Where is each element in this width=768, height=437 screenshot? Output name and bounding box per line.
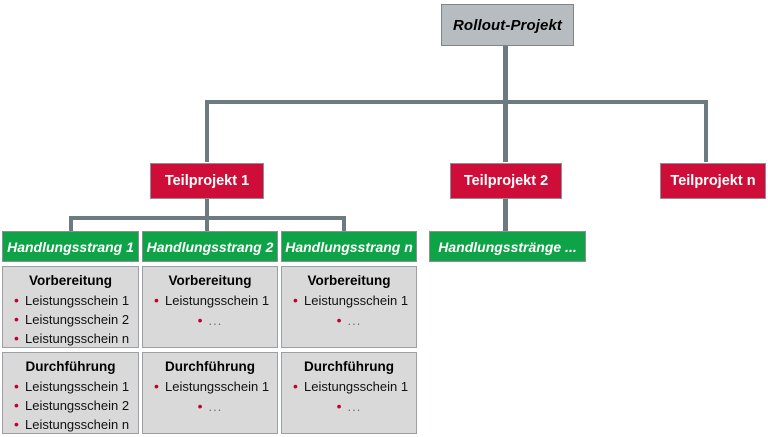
panel-item-list: Leistungsschein 1 ... [143,376,277,416]
connector-to-teilprojekt-2 [503,100,508,162]
list-item-ellipsis: ... [282,396,416,416]
connector-to-teilprojekt-1 [205,100,209,162]
panel-item-list: Leistungsschein 1 ... [282,290,416,330]
connector-strand-bus [69,216,346,220]
panel-durchfuehrung-col3[interactable]: Durchführung Leistungsschein 1 ... [281,352,417,434]
panel-item-list: Leistungsschein 1 Leistungsschein 2 Leis… [3,376,138,434]
connector-subproject-bus [205,100,708,104]
panel-title: Durchführung [25,359,116,374]
node-rollout-projekt[interactable]: Rollout-Projekt [441,4,574,46]
node-teilprojekt-n-label: Teilprojekt n [670,173,756,189]
panel-durchfuehrung-col2[interactable]: Durchführung Leistungsschein 1 ... [142,352,278,434]
node-handlungsstraenge-more[interactable]: Handlungsstränge ... [429,231,586,262]
list-item: Leistungsschein 1 [3,290,138,310]
list-item: Leistungsschein 1 [143,290,277,310]
panel-title: Vorbereitung [28,273,112,288]
node-teilprojekt-2-label: Teilprojekt 2 [463,173,549,189]
node-handlungsstraenge-more-label: Handlungsstränge ... [438,238,577,255]
panel-title: Durchführung [304,359,394,374]
list-item: Leistungsschein 1 [143,376,277,396]
node-handlungsstrang-1[interactable]: Handlungsstrang 1 [2,231,139,262]
node-handlungsstrang-1-label: Handlungsstrang 1 [7,238,134,255]
connector-teilprojekt-1-stem [205,199,209,231]
panel-vorbereitung-col2[interactable]: Vorbereitung Leistungsschein 1 ... [142,266,278,348]
list-item-ellipsis: ... [143,310,277,330]
list-item: Leistungsschein n [3,414,138,434]
node-handlungsstrang-n-label: Handlungsstrang n [285,238,413,255]
list-item-ellipsis: ... [282,310,416,330]
node-handlungsstrang-2[interactable]: Handlungsstrang 2 [142,231,278,262]
connector-root-stem [503,46,508,104]
node-rollout-projekt-label: Rollout-Projekt [453,16,562,34]
connector-to-handlungsstrang-1 [69,216,73,232]
list-item: Leistungsschein 1 [282,376,416,396]
node-teilprojekt-2[interactable]: Teilprojekt 2 [450,163,562,199]
list-item: Leistungsschein 2 [3,309,138,329]
panel-item-list: Leistungsschein 1 ... [282,376,416,416]
panel-item-list: Leistungsschein 1 ... [143,290,277,330]
node-handlungsstrang-n[interactable]: Handlungsstrang n [281,231,417,262]
node-teilprojekt-n[interactable]: Teilprojekt n [660,163,766,199]
panel-vorbereitung-col1[interactable]: Vorbereitung Leistungsschein 1 Leistungs… [2,266,139,348]
panel-vorbereitung-col3[interactable]: Vorbereitung Leistungsschein 1 ... [281,266,417,348]
node-handlungsstrang-2-label: Handlungsstrang 2 [146,238,274,255]
node-teilprojekt-1-label: Teilprojekt 1 [164,173,250,189]
connector-to-teilprojekt-n [704,100,708,162]
list-item: Leistungsschein n [3,328,138,348]
list-item: Leistungsschein 1 [282,290,416,310]
list-item-ellipsis: ... [143,396,277,416]
node-teilprojekt-1[interactable]: Teilprojekt 1 [150,163,264,199]
panel-title: Vorbereitung [168,273,252,288]
panel-title: Vorbereitung [307,273,391,288]
panel-item-list: Leistungsschein 1 Leistungsschein 2 Leis… [3,290,138,348]
connector-teilprojekt-2-stem [503,199,508,232]
panel-durchfuehrung-col1[interactable]: Durchführung Leistungsschein 1 Leistungs… [2,352,139,434]
list-item: Leistungsschein 1 [3,376,138,396]
list-item: Leistungsschein 2 [3,395,138,415]
connector-to-handlungsstrang-n [342,216,346,232]
panel-title: Durchführung [165,359,255,374]
